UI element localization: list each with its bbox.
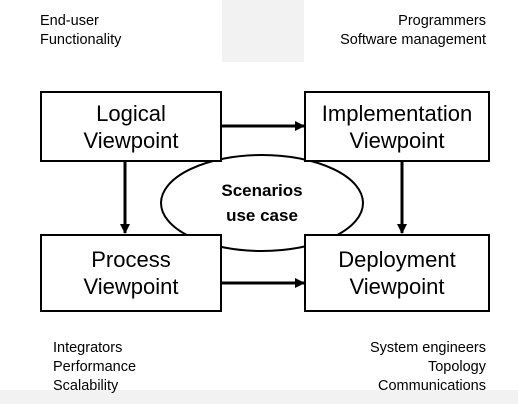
deployment-viewpoint-box: Deployment Viewpoint — [304, 234, 490, 312]
box-label: Deployment — [338, 247, 456, 272]
bottom-left-note: Integrators Performance Scalability — [53, 339, 136, 396]
process-viewpoint-box: Process Viewpoint — [40, 234, 222, 312]
box-label: Viewpoint — [83, 274, 179, 299]
top-left-note: End-user Functionality — [40, 12, 121, 50]
scenarios-ellipse — [160, 154, 364, 252]
note-line: End-user — [40, 13, 99, 29]
note-line: Communications — [378, 378, 486, 394]
bottom-right-note: System engineers Topology Communications — [370, 339, 486, 396]
note-line: Integrators — [53, 340, 123, 356]
scenarios-line: Scenarios — [221, 181, 303, 200]
note-line: Programmers — [398, 13, 486, 29]
implementation-viewpoint-box: Implementation Viewpoint — [304, 91, 490, 162]
panel-top-right — [304, 0, 518, 62]
panel-top-left — [0, 0, 222, 62]
box-label: Viewpoint — [83, 127, 179, 153]
scenarios-line: use case — [226, 206, 298, 225]
box-label: Viewpoint — [349, 274, 445, 299]
note-line: Software management — [340, 32, 486, 48]
box-label: Viewpoint — [349, 127, 445, 153]
note-line: Topology — [427, 359, 486, 375]
top-right-note: Programmers Software management — [340, 12, 486, 50]
logical-viewpoint-box: Logical Viewpoint — [40, 91, 222, 162]
scenarios-label: Scenarios use case — [161, 155, 363, 251]
box-label: Implementation — [321, 100, 473, 126]
box-label: Process — [91, 247, 171, 272]
box-label: Logical — [96, 100, 166, 126]
note-line: Scalability — [53, 378, 119, 394]
note-line: System engineers — [369, 340, 486, 356]
note-line: Performance — [53, 359, 137, 375]
note-line: Functionality — [40, 32, 122, 48]
